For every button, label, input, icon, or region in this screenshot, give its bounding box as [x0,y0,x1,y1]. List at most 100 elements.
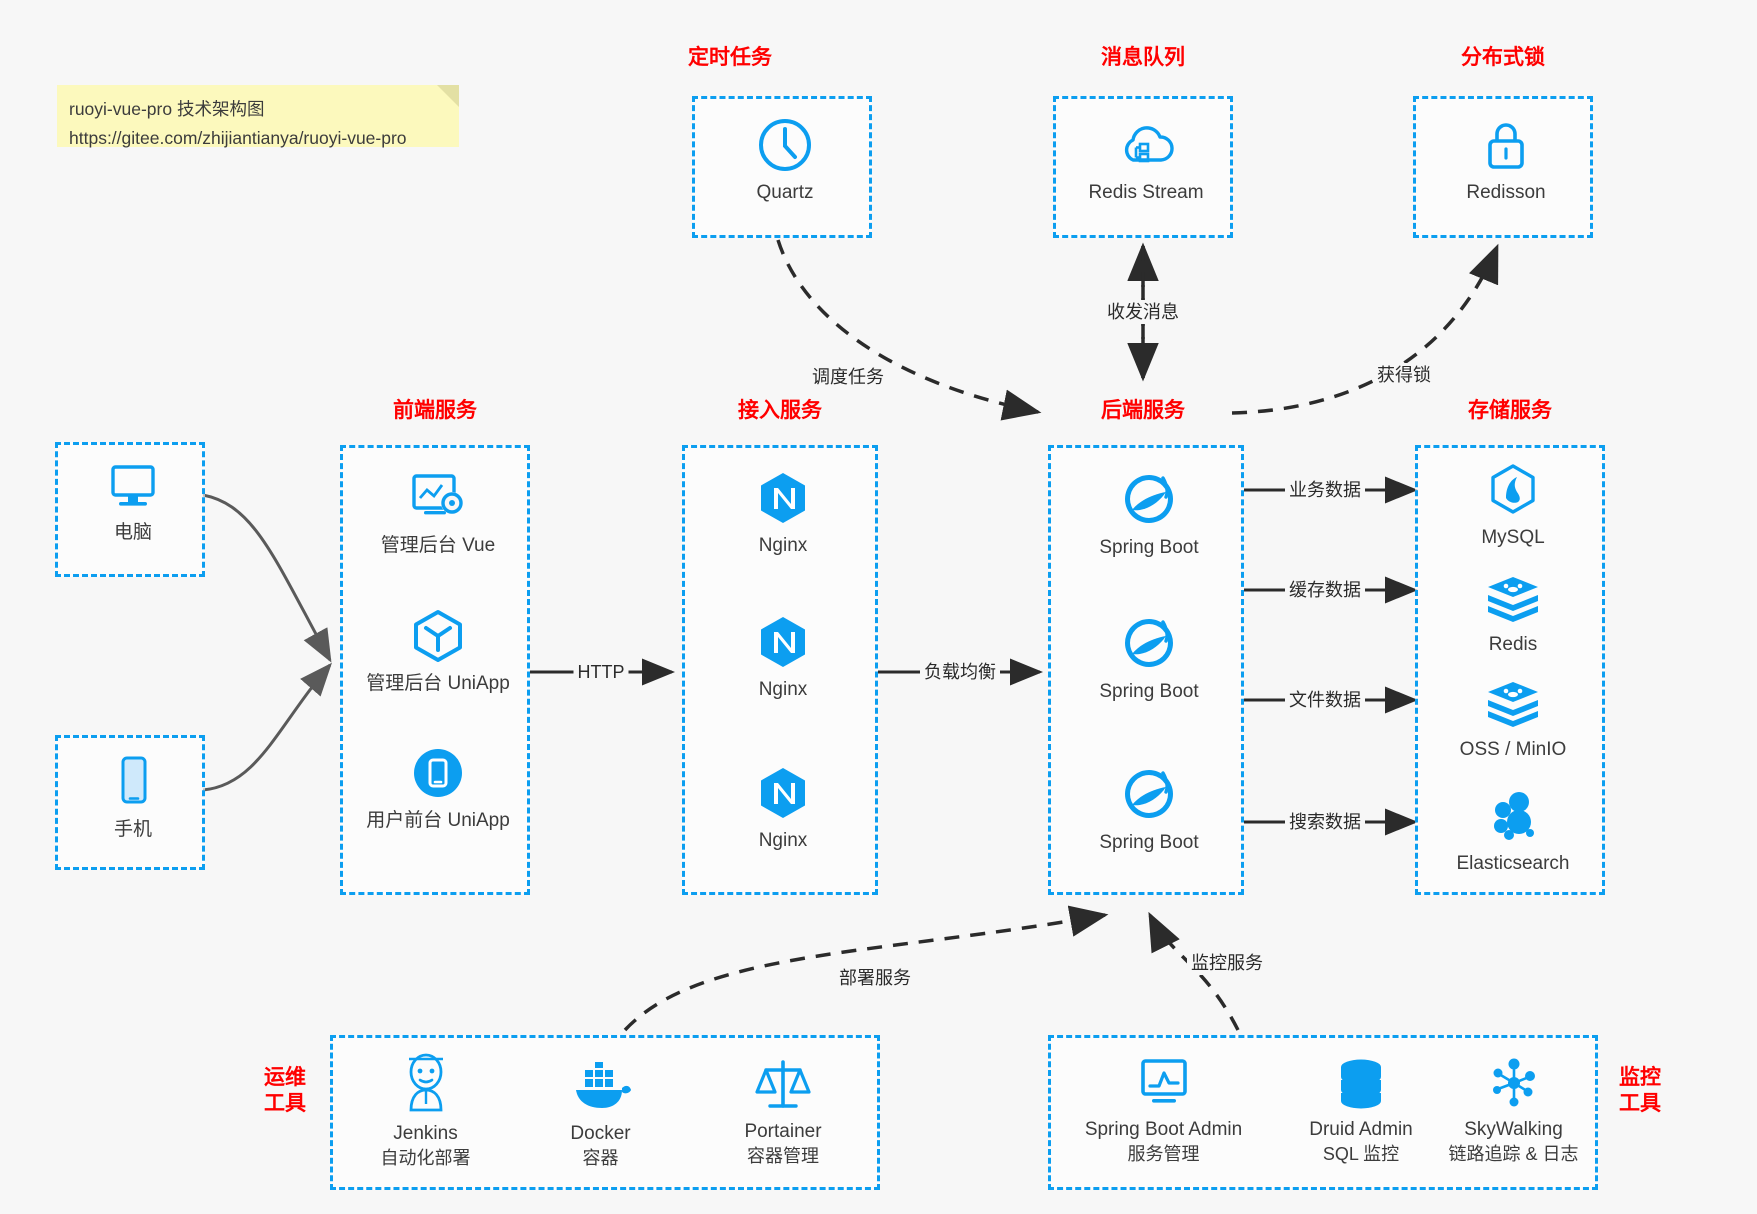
node-druid-admin[interactable]: Druid Admin SQL 监控 [1281,1056,1441,1166]
elasticsearch-icon [1494,792,1534,840]
node-quartz[interactable]: Quartz [695,117,875,205]
docker-icon [575,1062,631,1108]
node-desktop[interactable]: 电脑 [58,461,208,545]
group-title-devops: 运维 工具 [264,1066,306,1115]
node-label: Jenkins [393,1123,458,1144]
node-spring-boot-3[interactable]: Spring Boot [1051,765,1247,855]
spring-boot-icon [1125,619,1173,667]
node-label: Spring Boot [1099,832,1199,853]
node-user-uniapp[interactable]: 用户前台 UniApp [343,745,533,833]
desktop-icon [111,465,155,506]
node-label: Druid Admin [1309,1119,1413,1140]
node-label: Spring Boot [1099,537,1199,558]
node-label: Portainer [744,1121,822,1142]
node-label: Elasticsearch [1456,853,1570,874]
node-admin-uniapp[interactable]: 管理后台 UniApp [343,608,533,696]
node-label: Redis Stream [1088,182,1204,203]
node-sublabel: 链路追踪 & 日志 [1448,1144,1579,1164]
note-line-1: ruoyi-vue-pro 技术架构图 [69,99,265,119]
note-line-2: https://gitee.com/zhijiantianya/ruoyi-vu… [69,128,407,148]
node-label: Redisson [1466,182,1546,203]
clock-icon [759,119,811,171]
edge-label-cache-data: 缓存数据 [1285,578,1365,602]
node-oss-minio[interactable]: OSS / MinIO [1418,678,1608,762]
node-spring-boot-admin[interactable]: Spring Boot Admin 服务管理 [1056,1056,1271,1166]
nginx-icon [761,768,805,818]
edge-label-search-data: 搜索数据 [1285,810,1365,834]
node-jenkins[interactable]: Jenkins 自动化部署 [343,1052,508,1170]
note-fold-icon [437,85,459,107]
edge-label-http: HTTP [573,660,629,684]
node-label: MySQL [1481,527,1545,548]
portainer-icon [755,1060,811,1108]
diagram-note: ruoyi-vue-pro 技术架构图 https://gitee.com/zh… [57,85,459,148]
edge-label-biz-data: 业务数据 [1285,478,1365,502]
node-label: Nginx [758,535,808,556]
node-label: Quartz [756,182,814,203]
node-label: Spring Boot [1099,681,1199,702]
node-label: 管理后台 UniApp [366,673,510,694]
node-nginx-3[interactable]: Nginx [685,765,881,853]
group-title-lock: 分布式锁 [1461,46,1545,69]
group-frontend: 管理后台 Vue 管理后台 UniApp 用户前台 UniApp [340,445,530,895]
mobile-app-icon [414,749,462,797]
node-mobile[interactable]: 手机 [58,754,208,842]
node-portainer[interactable]: Portainer 容器管理 [693,1056,873,1168]
redis-icon [1488,577,1538,622]
group-title-backend: 后端服务 [1101,399,1185,422]
group-title-scheduler: 定时任务 [688,46,772,69]
node-label: Nginx [758,679,808,700]
group-title-monitoring: 监控 工具 [1619,1066,1661,1115]
node-label: OSS / MinIO [1459,739,1567,760]
node-nginx-1[interactable]: Nginx [685,470,881,558]
database-icon [1341,1059,1381,1109]
group-mq: Redis Stream [1053,96,1233,238]
group-title-storage: 存储服务 [1468,399,1552,422]
group-gateway: Nginx Nginx Nginx [682,445,878,895]
group-client-mobile: 手机 [55,735,205,870]
edge-label-monitor: 监控服务 [1187,951,1267,975]
nginx-icon [761,617,805,667]
uniapp-cube-icon [414,610,462,662]
monitor-chart-icon [1140,1059,1187,1103]
node-spring-boot-2[interactable]: Spring Boot [1051,614,1247,704]
group-title-gateway: 接入服务 [738,399,822,422]
phone-icon [121,756,147,804]
edge-label-deploy: 部署服务 [835,966,915,990]
node-sublabel: 服务管理 [1127,1144,1200,1164]
edge-label-file-data: 文件数据 [1285,688,1365,712]
node-label: Redis [1488,634,1538,655]
cloud-network-icon [1124,126,1174,163]
node-mysql[interactable]: MySQL [1418,462,1608,550]
node-docker[interactable]: Docker 容器 [518,1062,683,1170]
node-redis-stream[interactable]: Redis Stream [1056,117,1236,205]
dashboard-vue-icon [412,474,463,515]
lock-icon [1488,123,1524,169]
node-nginx-2[interactable]: Nginx [685,614,881,702]
node-admin-vue[interactable]: 管理后台 Vue [343,470,533,558]
node-elasticsearch[interactable]: Elasticsearch [1418,788,1608,876]
node-label: Spring Boot Admin [1084,1119,1243,1140]
node-label: 电脑 [113,522,152,543]
group-scheduler: Quartz [692,96,872,238]
node-sublabel: 容器 [582,1148,619,1168]
group-backend: Spring Boot Spring Boot Spring Boot [1048,445,1244,895]
node-label: SkyWalking [1464,1119,1563,1140]
group-client-pc: 电脑 [55,442,205,577]
node-sublabel: SQL 监控 [1322,1144,1400,1164]
group-devops: Jenkins 自动化部署 Docker 容器 [330,1035,880,1190]
node-spring-boot-1[interactable]: Spring Boot [1051,470,1247,560]
node-redis[interactable]: Redis [1418,573,1608,657]
group-lock: Redisson [1413,96,1593,238]
node-sublabel: 容器管理 [747,1146,819,1166]
node-redisson[interactable]: Redisson [1416,117,1596,205]
node-skywalking[interactable]: SkyWalking 链路追踪 & 日志 [1426,1056,1601,1166]
edge-label-get-lock: 获得锁 [1373,363,1435,387]
group-monitoring: Spring Boot Admin 服务管理 Druid Admin SQL 监… [1048,1035,1598,1190]
group-storage: MySQL Redis OSS / MinIO [1415,445,1605,895]
node-sublabel: 自动化部署 [380,1148,471,1168]
mysql-icon [1491,464,1535,514]
group-title-mq: 消息队列 [1101,46,1185,69]
edge-label-schedule-task: 调度任务 [808,365,888,389]
